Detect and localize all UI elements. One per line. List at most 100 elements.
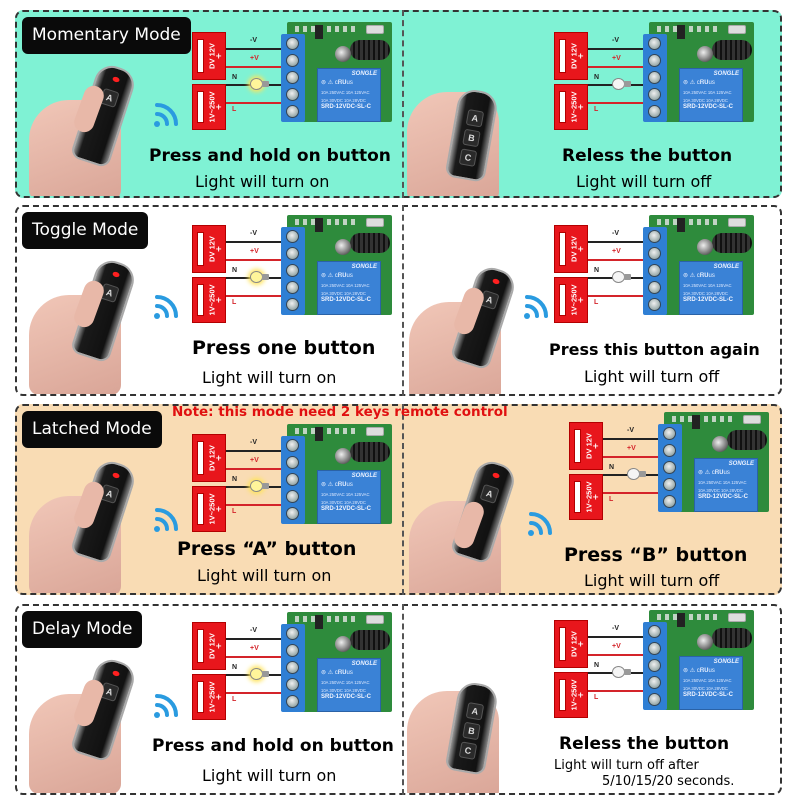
relay-spec: 10A 30VDC 10A 28VDC	[321, 98, 366, 103]
wire-label-neg: -V	[250, 230, 257, 237]
wire-label-pos: +V	[612, 248, 621, 255]
relay-spec: 10A 30VDC 10A 28VDC	[683, 686, 728, 691]
terminal-block	[281, 227, 305, 315]
wire-label-neutral: N	[594, 267, 600, 274]
instruction-headline: Press and hold on button	[149, 146, 391, 166]
hand-holding-remote: A	[29, 50, 139, 196]
instruction-headline: Press this button again	[549, 340, 760, 359]
panel-toggle-press: Toggle Mode A DV 12V+ 1V~250V+ -V +V N L…	[17, 207, 402, 394]
remote-key-c: C	[458, 148, 478, 167]
light-bulb-on-icon	[250, 271, 270, 283]
instruction-subline: Light will turn off	[584, 571, 720, 590]
relay-spec: 10A 250VAC 10A 125VAC	[321, 492, 370, 497]
relay-model: SRD-12VDC-SL-C	[698, 494, 749, 500]
mode-label: Latched Mode	[22, 411, 162, 448]
relay-model: SRD-12VDC-SL-C	[683, 297, 734, 303]
relay-brand: SONGLE	[713, 71, 739, 77]
ac-power-supply: 1V~250V+	[554, 84, 588, 130]
remote-led-icon	[111, 670, 121, 677]
relay-spec: 10A 30VDC 10A 28VDC	[683, 291, 728, 296]
relay-brand: SONGLE	[351, 473, 377, 479]
wire-label-neutral: N	[232, 74, 238, 81]
plus-symbol: +	[577, 51, 584, 61]
instruction-subline: Light will turn on	[197, 566, 332, 585]
plus-symbol: +	[215, 295, 222, 305]
wire-label-pos: +V	[612, 643, 621, 650]
ac-power-supply: 1V~250V+	[192, 277, 226, 323]
remote-led-icon	[111, 472, 121, 479]
ac-power-supply: 1V~250V+	[554, 277, 588, 323]
plus-symbol: +	[215, 244, 222, 254]
plus-symbol: +	[215, 692, 222, 702]
wire-label-neutral: N	[232, 664, 238, 671]
light-bulb-on-icon	[250, 480, 270, 492]
relay-marks: ⊚ ⚠ c𝐑𝐔us	[321, 80, 353, 86]
wire-label-neg: -V	[627, 427, 634, 434]
wireless-signal-icon	[524, 295, 548, 319]
plus-symbol: +	[215, 51, 222, 61]
dc-power-supply: DV 12V+	[554, 620, 588, 668]
row-toggle-mode: Toggle Mode A DV 12V+ 1V~250V+ -V +V N L…	[15, 205, 782, 396]
panel-momentary-release: A B C DV 12V+ 1V~250V+ -V +V N L SONGLE⊚…	[404, 12, 780, 196]
relay-brand: SONGLE	[728, 461, 754, 467]
wire-label-live: L	[594, 299, 599, 306]
instruction-subline: Light will turn off	[584, 367, 720, 386]
remote-key-b: B	[462, 721, 481, 741]
antenna-coil	[350, 40, 390, 60]
relay-spec: 10A 30VDC 10A 28VDC	[321, 688, 366, 693]
wire-label-neutral: N	[594, 74, 600, 81]
relay-spec: 10A 30VDC 10A 28VDC	[683, 98, 728, 103]
light-bulb-on-icon	[250, 78, 270, 90]
mode-label: Toggle Mode	[22, 212, 149, 249]
wire-label-neutral: N	[232, 476, 238, 483]
relay-marks: ⊚ ⚠ c𝐑𝐔us	[321, 273, 353, 279]
wiring-diagram: DV 12V+ 1V~250V+ -V +V N L SONGLE⊚ ⚠ c𝐑𝐔…	[192, 215, 392, 325]
wire-label-neutral: N	[609, 464, 615, 471]
wire-label-pos: +V	[627, 445, 636, 452]
relay-model: SRD-12VDC-SL-C	[321, 694, 372, 700]
hand-holding-remote: A	[29, 446, 139, 593]
relay-spec: 10A 250VAC 10A 125VAC	[321, 680, 370, 685]
wireless-signal-icon	[154, 103, 178, 127]
panel-latched-press-b: A DV 12V+ 1V~250V+ -V +V N L SONGLE⊚ ⚠ c…	[404, 406, 780, 593]
panel-divider	[402, 604, 404, 795]
terminal-block	[643, 622, 667, 710]
dc-power-supply: DV 12V+	[192, 32, 226, 80]
terminal-block	[281, 34, 305, 122]
panel-divider	[402, 10, 404, 198]
dc-power-supply: DV 12V+	[192, 622, 226, 670]
plus-symbol: +	[215, 504, 222, 514]
dc-power-supply: DV 12V+	[192, 434, 226, 482]
mode-label: Delay Mode	[22, 611, 143, 648]
light-bulb-off-icon	[612, 78, 632, 90]
wire-label-neg: -V	[250, 627, 257, 634]
wiring-diagram: DV 12V+ 1V~250V+ -V +V N L SONGLE⊚ ⚠ c𝐑𝐔…	[554, 215, 754, 325]
panel-delay-press: Delay Mode A DV 12V+ 1V~250V+ -V +V N L …	[17, 606, 402, 793]
dc-power-supply: DV 12V+	[554, 225, 588, 273]
wiring-diagram: DV 12V+ 1V~250V+ -V +V N L SONGLE⊚ ⚠ c𝐑𝐔…	[192, 424, 392, 534]
remote-led-icon	[491, 472, 501, 479]
plus-symbol: +	[592, 492, 599, 502]
ac-power-supply: 1V~250V+	[192, 486, 226, 532]
plus-symbol: +	[577, 639, 584, 649]
terminal-block	[658, 424, 682, 512]
terminal-block	[281, 436, 305, 524]
remote-key-a: A	[465, 108, 485, 128]
relay-spec: 10A 250VAC 10A 125VAC	[321, 90, 370, 95]
panel-toggle-press-again: A DV 12V+ 1V~250V+ -V +V N L SONGLE⊚ ⚠ c…	[404, 207, 780, 394]
wire-label-neg: -V	[250, 439, 257, 446]
instruction-subline: Light will turn on	[202, 368, 337, 387]
wireless-signal-icon	[154, 508, 178, 532]
hand-holding-remote: A	[409, 252, 519, 394]
wire-label-live: L	[232, 299, 237, 306]
row-latched-mode: Note: this mode need 2 keys remote contr…	[15, 404, 782, 595]
instruction-subline: Light will turn on	[202, 766, 337, 785]
